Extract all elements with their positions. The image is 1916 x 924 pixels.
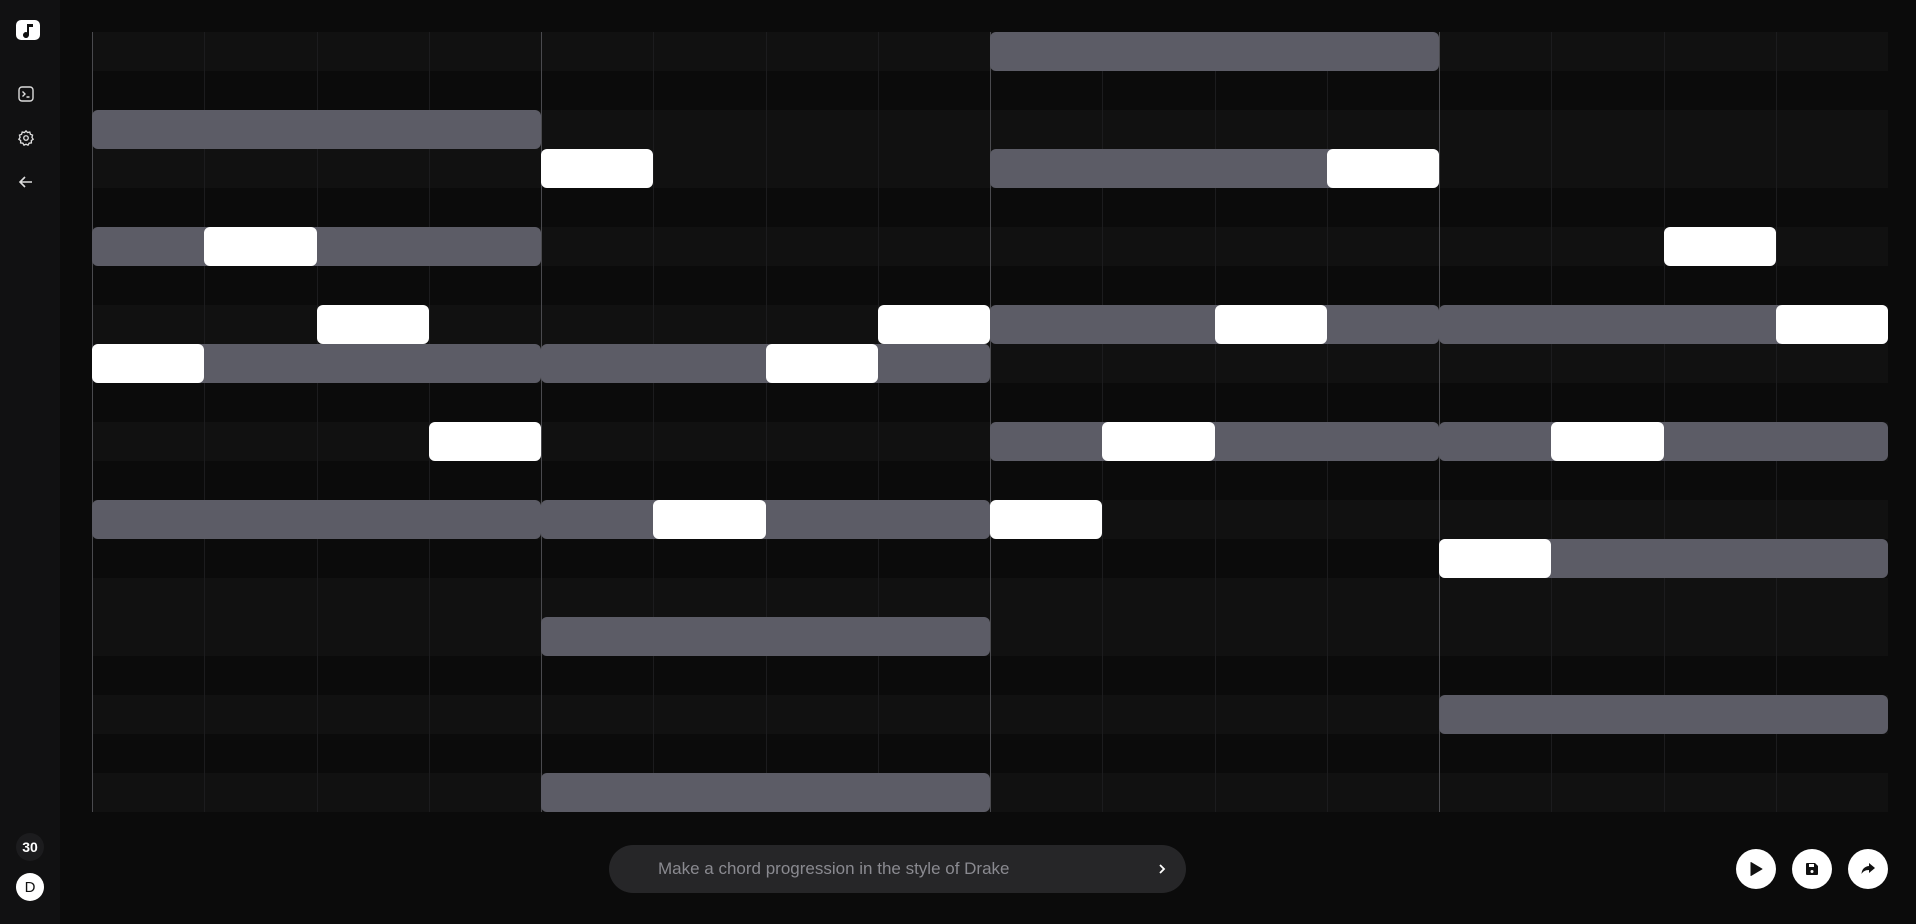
- chord-note[interactable]: [541, 617, 990, 656]
- piano-roll-grid[interactable]: [92, 32, 1888, 812]
- chord-note[interactable]: [541, 500, 990, 539]
- share-button[interactable]: [1848, 849, 1888, 889]
- melody-note[interactable]: [990, 500, 1103, 539]
- chord-note[interactable]: [541, 773, 990, 812]
- melody-note[interactable]: [92, 344, 205, 383]
- melody-note[interactable]: [1775, 305, 1888, 344]
- bar-line: [541, 32, 542, 812]
- play-button[interactable]: [1736, 849, 1776, 889]
- melody-note[interactable]: [428, 422, 541, 461]
- bar-line: [92, 32, 93, 812]
- share-icon: [1861, 863, 1875, 874]
- beat-line: [765, 32, 767, 812]
- save-icon: [1806, 863, 1818, 875]
- chord-note[interactable]: [92, 227, 541, 266]
- prompt-input[interactable]: [609, 845, 1149, 893]
- arrow-left-icon[interactable]: [16, 172, 36, 192]
- chord-note[interactable]: [990, 32, 1439, 71]
- prompt-bar: Make a chord progression in the style of…: [609, 845, 1186, 893]
- beat-line: [653, 32, 655, 812]
- terminal-icon[interactable]: [16, 84, 36, 104]
- beat-line: [877, 32, 879, 812]
- beat-line: [316, 32, 318, 812]
- sidebar: 30 D: [0, 0, 60, 924]
- avatar[interactable]: D: [16, 873, 44, 901]
- melody-note[interactable]: [204, 227, 317, 266]
- melody-note[interactable]: [1102, 422, 1215, 461]
- beat-line: [428, 32, 430, 812]
- melody-note[interactable]: [653, 500, 766, 539]
- melody-note[interactable]: [877, 305, 990, 344]
- play-icon: [1750, 862, 1763, 876]
- melody-note[interactable]: [765, 344, 878, 383]
- melody-note[interactable]: [1439, 539, 1552, 578]
- melody-note[interactable]: [1326, 149, 1439, 188]
- melody-note[interactable]: [316, 305, 429, 344]
- chord-note[interactable]: [990, 422, 1439, 461]
- melody-note[interactable]: [1551, 422, 1664, 461]
- melody-note[interactable]: [1663, 227, 1776, 266]
- melody-note[interactable]: [1214, 305, 1327, 344]
- bar-line: [1439, 32, 1440, 812]
- chord-note[interactable]: [1439, 422, 1888, 461]
- save-button[interactable]: [1792, 849, 1832, 889]
- beat-line: [204, 32, 206, 812]
- bar-line: [990, 32, 991, 812]
- credits-badge: 30: [16, 833, 44, 861]
- chord-note[interactable]: [92, 110, 541, 149]
- melody-note[interactable]: [541, 149, 654, 188]
- chord-note[interactable]: [1439, 695, 1888, 734]
- gear-icon[interactable]: [16, 128, 36, 148]
- chord-note[interactable]: [92, 500, 541, 539]
- chevron-right-icon[interactable]: [1152, 859, 1172, 879]
- music-note-logo-icon[interactable]: [16, 20, 40, 40]
